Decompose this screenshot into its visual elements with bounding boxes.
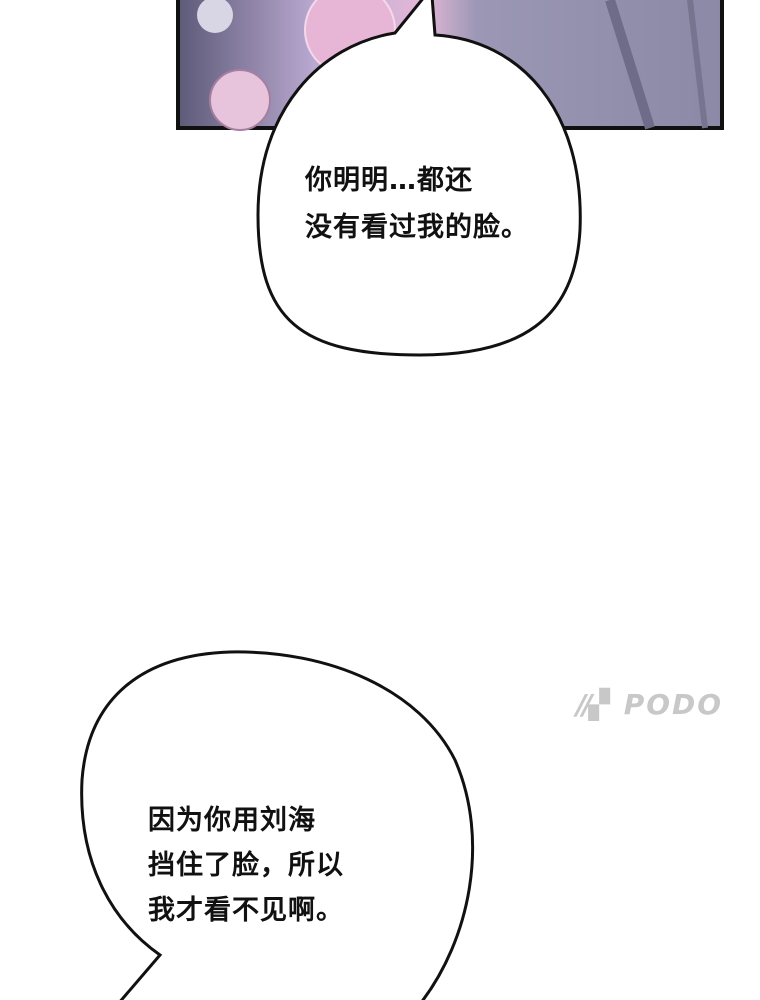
dialogue-line: 没有看过我的脸。	[305, 212, 529, 243]
flower	[197, 0, 233, 33]
speech-bubble-1	[256, 0, 582, 357]
dialogue-line: 挡住了脸，所以	[148, 850, 344, 881]
watermark-text: PODO	[623, 688, 724, 721]
dialogue-line: 你明明…都还	[305, 165, 473, 196]
dialogue-line: 我才看不见啊。	[148, 895, 344, 926]
speech-bubble-2	[80, 650, 475, 1000]
flower	[209, 69, 271, 131]
dialogue-line: 因为你用刘海	[148, 805, 316, 836]
watermark-logo: //▞ PODO	[576, 688, 724, 721]
